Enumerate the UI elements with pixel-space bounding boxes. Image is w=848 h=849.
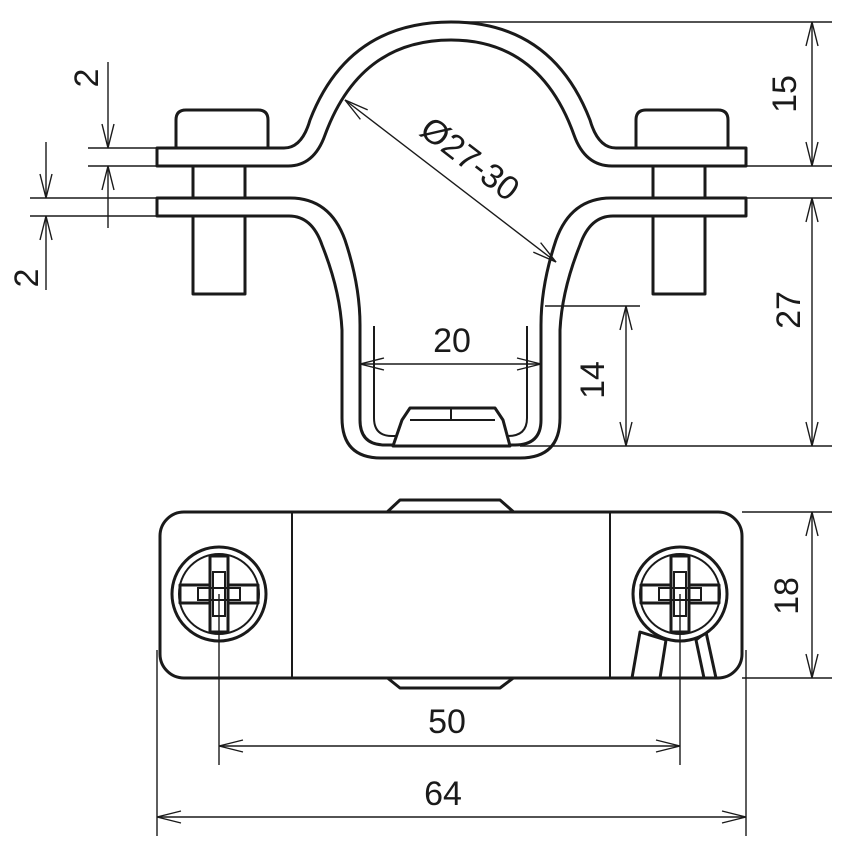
clip-body — [158, 510, 744, 680]
base-width-label: 20 — [433, 322, 471, 360]
height-above-flange-label: 15 — [766, 75, 804, 113]
hole-spacing-label: 50 — [428, 703, 466, 741]
height-below-flange-label: 27 — [770, 291, 808, 329]
band-thickness-bottom-label: 2 — [8, 269, 46, 288]
left-bolt-head — [174, 108, 270, 150]
total-length-label: 64 — [424, 775, 462, 813]
pipe-diameter-label: Ø27-30 — [413, 110, 526, 209]
right-bolt-head — [634, 108, 730, 150]
left-bolt-shank — [191, 156, 247, 296]
dimension-lines — [30, 21, 832, 836]
clip-width-label: 18 — [768, 577, 806, 615]
right-bolt-shank — [651, 156, 707, 296]
lower-band — [155, 196, 748, 460]
front-view — [155, 20, 748, 460]
top-view — [158, 498, 744, 690]
band-thickness-top-label: 2 — [68, 69, 106, 88]
base-nut — [391, 406, 512, 448]
base-height-label: 14 — [574, 361, 612, 399]
